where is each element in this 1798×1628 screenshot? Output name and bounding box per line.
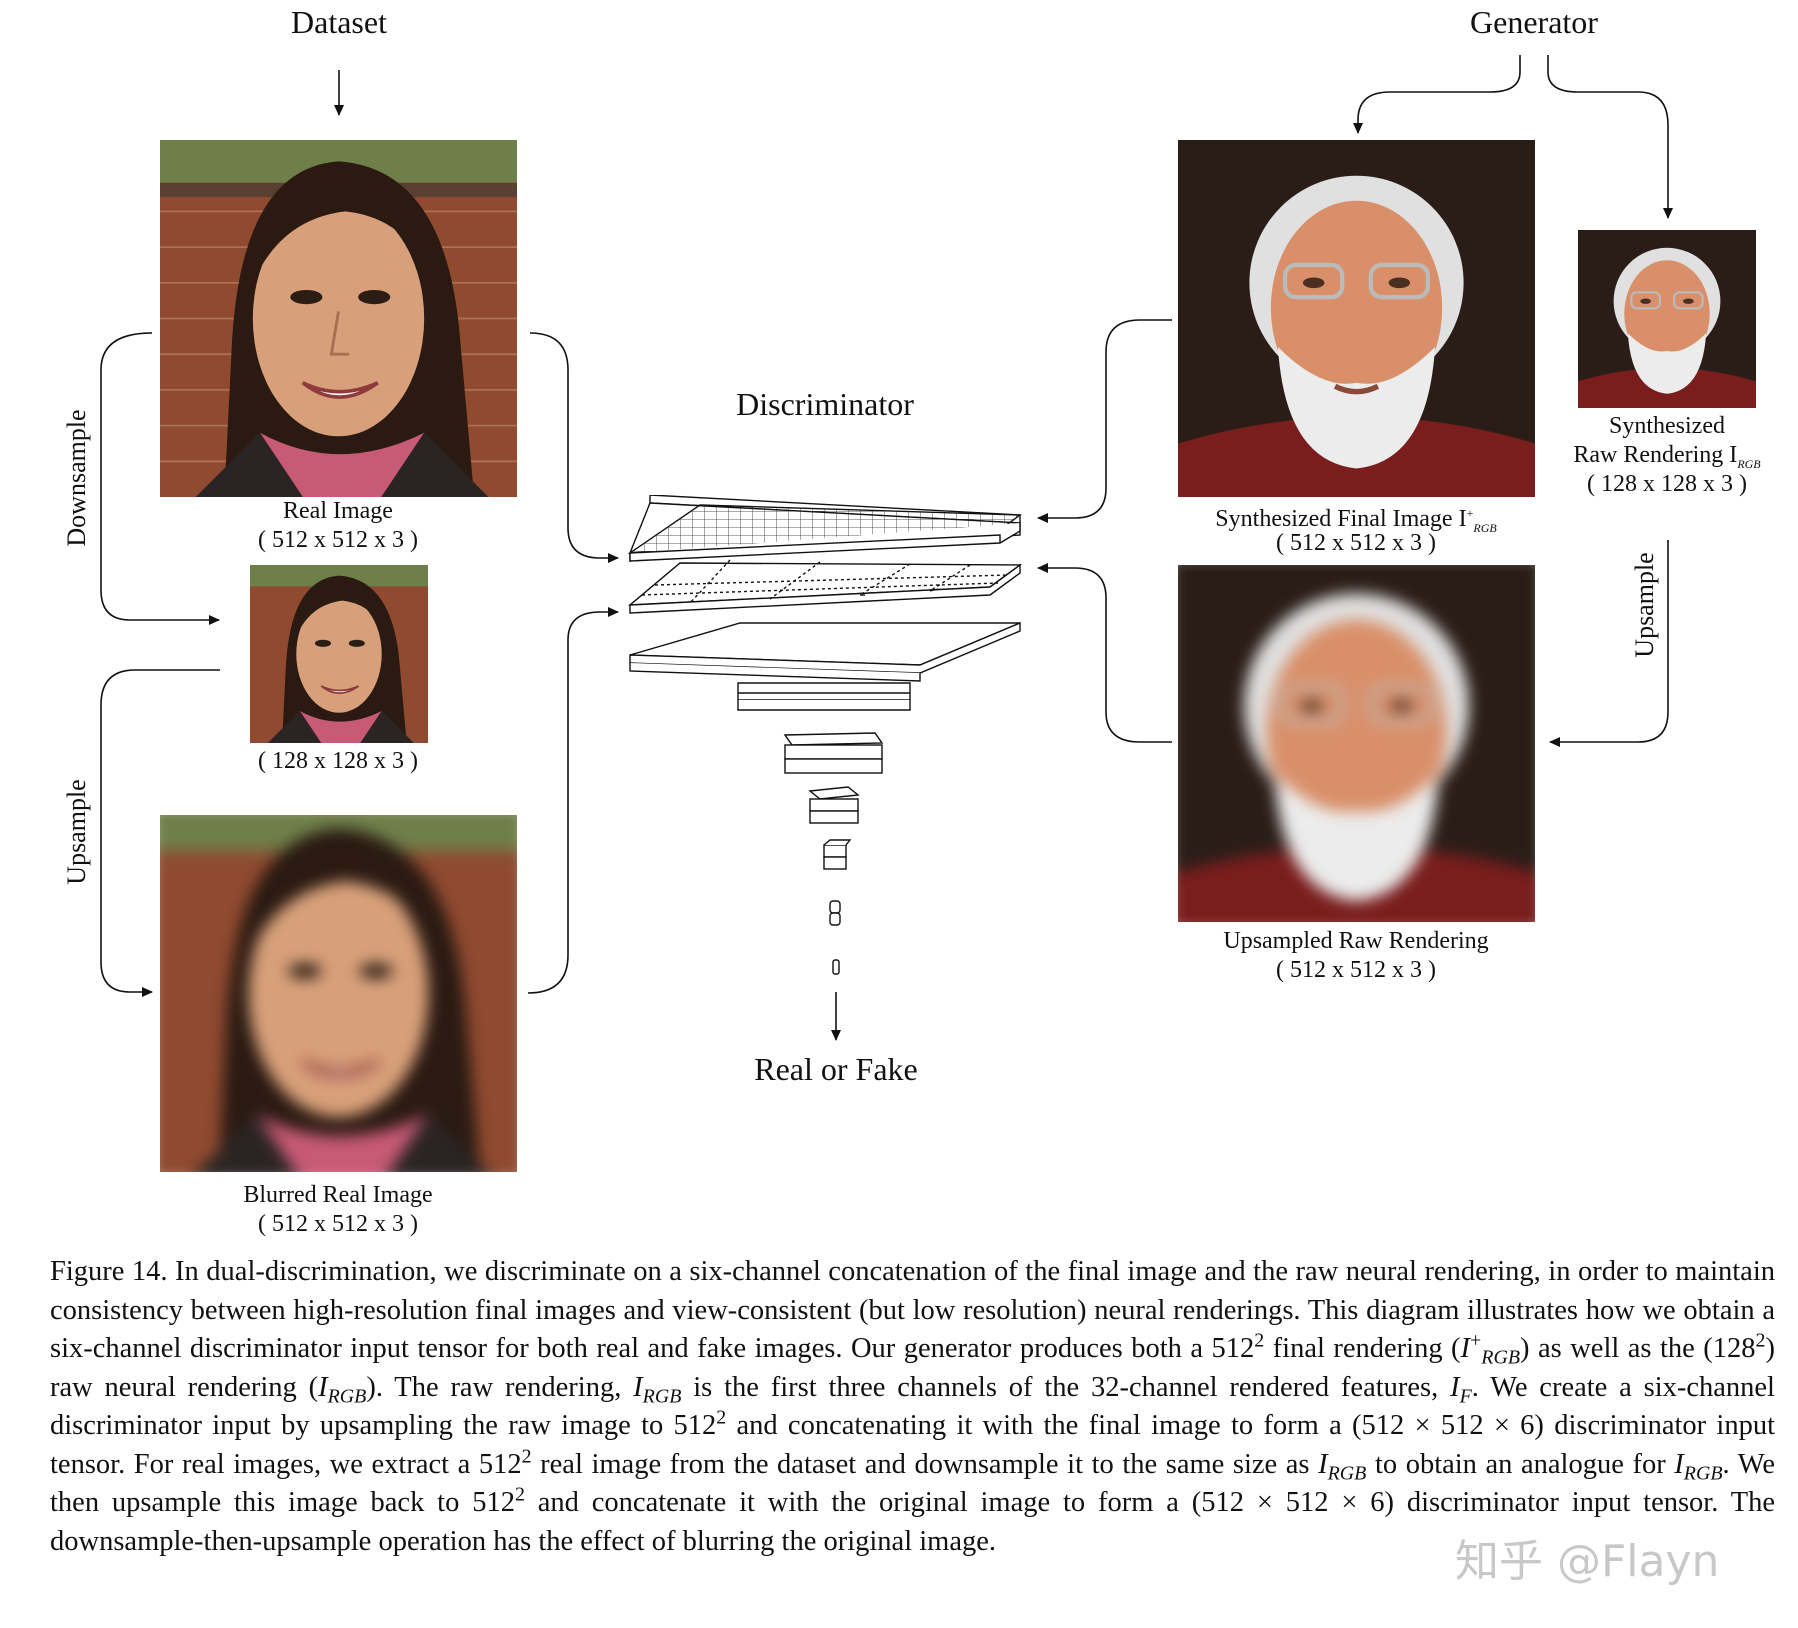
caption-num: 128 [1713, 1333, 1756, 1364]
figure-caption: Figure 14. In dual-discrimination, we di… [50, 1253, 1775, 1561]
caption-num: 512 [1211, 1333, 1254, 1364]
caption-text: ) as well as the ( [1520, 1333, 1713, 1364]
caption-num: 512 [472, 1487, 515, 1518]
caption-text: to obtain an analogue for [1366, 1449, 1674, 1480]
discriminator-title: Discriminator [705, 390, 945, 419]
caption-sub: RGB [328, 1385, 367, 1407]
synthesized-final-image [1178, 140, 1535, 497]
final-to-disc-arrow [1038, 320, 1172, 518]
caption-sup: + [1470, 1330, 1481, 1352]
upsampled-raw-size: ( 512 x 512 x 3 ) [1256, 956, 1456, 985]
synth-raw-size: ( 128 x 128 x 3 ) [1567, 470, 1767, 499]
real-or-fake-title: Real or Fake [706, 1055, 966, 1084]
disc-layer-6 [810, 787, 858, 823]
upsampled-raw-rendering [1178, 565, 1535, 922]
synth-final-size: ( 512 x 512 x 3 ) [1256, 529, 1456, 558]
caption-exp: 2 [1756, 1330, 1766, 1352]
caption-text: ). The raw rendering, [366, 1372, 633, 1403]
synth-raw-name-prefix: Raw Rendering I [1573, 442, 1737, 468]
caption-sub: RGB [1684, 1462, 1723, 1484]
caption-num: 512 [479, 1449, 522, 1480]
real-to-disc-arrow [530, 333, 618, 558]
synth-raw-line1: Synthesized [1567, 412, 1767, 441]
disc-layer-7 [824, 840, 850, 869]
caption-sub: RGB [643, 1385, 682, 1407]
disc-layer-9 [833, 960, 839, 974]
caption-exp: 2 [522, 1445, 532, 1467]
disc-layer-5 [785, 733, 882, 773]
upsample-right-label: Upsample [1630, 552, 1660, 657]
caption-sub: RGB [1328, 1462, 1367, 1484]
synthesized-raw-rendering [1578, 230, 1756, 408]
real-image [160, 140, 517, 497]
synth-final-sup: + [1467, 506, 1474, 520]
disc-layer-2 [630, 560, 1020, 613]
blurred-real-image [160, 815, 517, 1172]
upsampled-to-disc-arrow [1038, 568, 1172, 742]
downsample-label: Downsample [62, 409, 92, 546]
caption-sub: RGB [1481, 1347, 1520, 1369]
real-image-name: Real Image [238, 497, 438, 526]
blurred-to-disc-arrow [528, 612, 618, 993]
caption-num: 512 [674, 1410, 717, 1441]
disc-layer-4 [738, 683, 910, 710]
caption-exp: 2 [716, 1407, 726, 1429]
caption-math: I [318, 1372, 328, 1403]
caption-math: I [633, 1372, 643, 1403]
disc-layer-1 [630, 495, 1020, 561]
blurred-image-name: Blurred Real Image [218, 1181, 458, 1210]
disc-layer-8 [830, 901, 840, 925]
dataset-title: Dataset [239, 8, 439, 37]
blurred-image-size: ( 512 x 512 x 3 ) [218, 1210, 458, 1239]
synth-final-sub: RGB [1473, 521, 1496, 535]
upsample-left-label: Upsample [62, 779, 92, 884]
real-image-small [250, 565, 428, 743]
caption-math: I [1674, 1449, 1684, 1480]
caption-exp: 2 [515, 1484, 525, 1506]
caption-text: final rendering ( [1264, 1333, 1460, 1364]
caption-sub: F [1460, 1385, 1472, 1407]
disc-layer-3 [630, 623, 1020, 681]
upsampled-raw-name: Upsampled Raw Rendering [1206, 927, 1506, 956]
generator-title: Generator [1434, 8, 1634, 37]
synth-raw-sub: RGB [1737, 457, 1760, 471]
watermark: 知乎 @Flayn [1455, 1525, 1719, 1589]
real-image-size: ( 512 x 512 x 3 ) [238, 526, 438, 555]
gen-to-final-arrow [1358, 55, 1520, 133]
real-image-small-size: ( 128 x 128 x 3 ) [238, 747, 438, 776]
caption-exp: 2 [1254, 1330, 1264, 1352]
caption-text: real image from the dataset and downsamp… [532, 1449, 1319, 1480]
gen-to-raw-arrow [1548, 55, 1668, 218]
caption-math: I [1450, 1372, 1460, 1403]
caption-text: is the first three channels of the 32-ch… [681, 1372, 1450, 1403]
caption-math: I [1461, 1333, 1471, 1364]
caption-math: I [1318, 1449, 1328, 1480]
discriminator-network [620, 495, 1040, 985]
